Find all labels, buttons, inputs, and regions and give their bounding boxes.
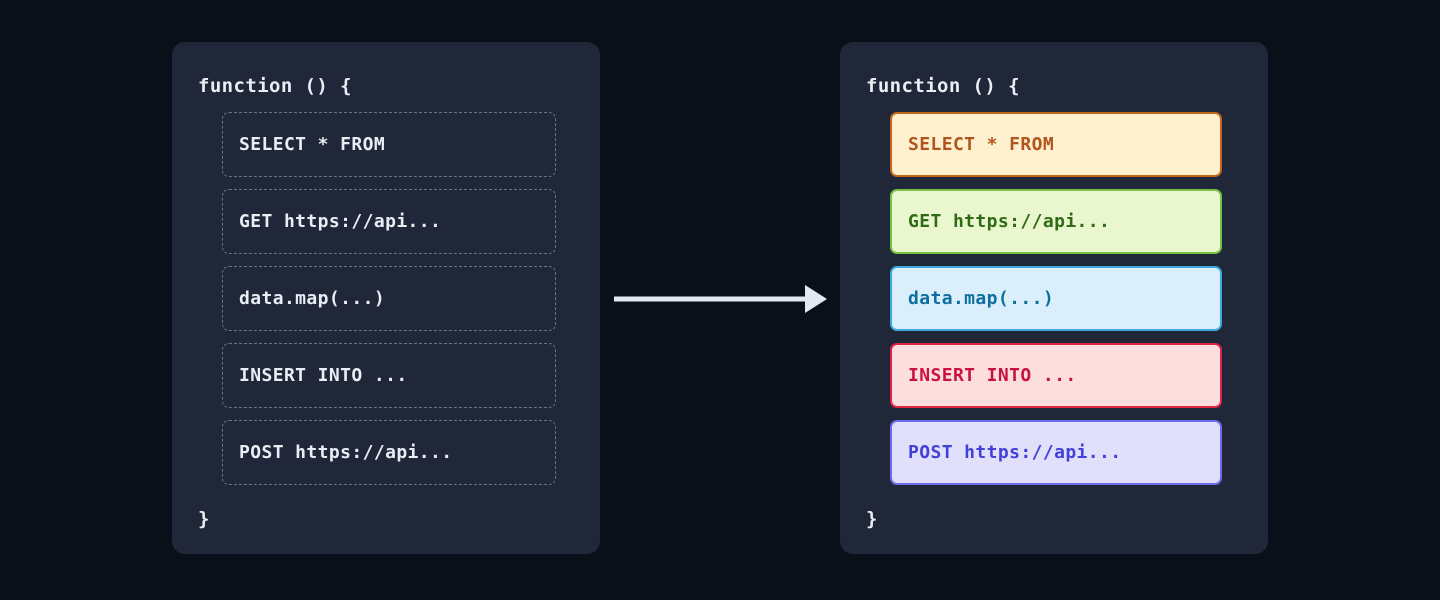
block-label: POST https://api... — [908, 442, 1122, 463]
transform-arrow — [614, 285, 827, 313]
block-label: data.map(...) — [239, 288, 386, 309]
tagged-block-select[interactable]: SELECT * FROM — [890, 112, 1222, 177]
untagged-block-get[interactable]: GET https://api... — [222, 189, 556, 254]
block-label: SELECT * FROM — [239, 134, 386, 155]
block-label: INSERT INTO ... — [239, 365, 408, 386]
block-label: GET https://api... — [239, 211, 442, 232]
function-close-line-left: } — [198, 508, 210, 530]
arrow-head-icon — [805, 285, 827, 313]
untagged-block-datamap[interactable]: data.map(...) — [222, 266, 556, 331]
untagged-block-list: SELECT * FROM GET https://api... data.map(… — [222, 112, 556, 485]
untagged-block-post[interactable]: POST https://api... — [222, 420, 556, 485]
tagged-block-insert[interactable]: INSERT INTO ... — [890, 343, 1222, 408]
function-open-line-right: function () { — [866, 75, 1020, 97]
block-label: POST https://api... — [239, 442, 453, 463]
tagged-block-list: SELECT * FROM GET https://api... data.map(… — [890, 112, 1222, 485]
tagged-block-get[interactable]: GET https://api... — [890, 189, 1222, 254]
function-open-line-left: function () { — [198, 75, 352, 97]
block-label: data.map(...) — [908, 288, 1055, 309]
block-label: GET https://api... — [908, 211, 1111, 232]
block-label: SELECT * FROM — [908, 134, 1055, 155]
block-label: INSERT INTO ... — [908, 365, 1077, 386]
tagged-block-post[interactable]: POST https://api... — [890, 420, 1222, 485]
tagged-block-datamap[interactable]: data.map(...) — [890, 266, 1222, 331]
tagged-code-panel: function () { SELECT * FROM GET https://a… — [840, 42, 1268, 554]
untagged-block-insert[interactable]: INSERT INTO ... — [222, 343, 556, 408]
function-close-line-right: } — [866, 508, 878, 530]
untagged-block-select[interactable]: SELECT * FROM — [222, 112, 556, 177]
untagged-code-panel: function () { SELECT * FROM GET https://a… — [172, 42, 600, 554]
